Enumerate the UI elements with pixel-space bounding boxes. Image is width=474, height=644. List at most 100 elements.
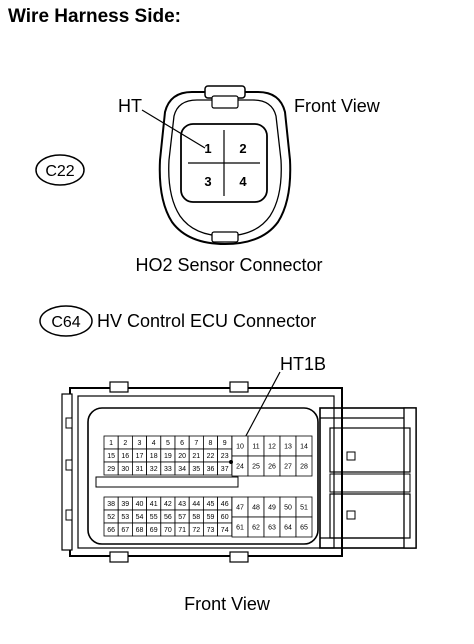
c64-pin-label: 47 [236, 505, 244, 512]
c64-pin-label: 17 [136, 453, 144, 460]
c22-housing-outer [158, 91, 292, 246]
c64-pin-label: 74 [221, 527, 229, 534]
c64-pin-label: 56 [164, 514, 172, 521]
c64-title: HV Control ECU Connector [97, 311, 316, 331]
c64-pin-label: 8 [209, 440, 213, 447]
c64-pin-label: 30 [121, 466, 129, 473]
c64-pin-label: 48 [252, 505, 260, 512]
c64-pin-label: 5 [166, 440, 170, 447]
c64-pin-label: 15 [107, 453, 115, 460]
c64-pin-label: 60 [221, 514, 229, 521]
c64-pin-field [87, 407, 319, 545]
c64-view-label: Front View [184, 594, 271, 614]
c64-pin-label: 36 [207, 466, 215, 473]
c64-pin-label: 20 [178, 453, 186, 460]
c64-code-badge [39, 305, 93, 337]
c64-pin-label: 1 [109, 440, 113, 447]
c64-pin-label: 55 [150, 514, 158, 521]
c64-pin-label: 69 [150, 527, 158, 534]
c64-pin-label: 31 [136, 466, 144, 473]
c64-pin-label: 42 [164, 501, 172, 508]
c64-connector: C64 HV Control ECU Connector HT1B [39, 305, 417, 614]
c64-pin-label: 13 [284, 444, 292, 451]
c64-pin-label: 28 [300, 464, 308, 471]
c64-pin-label: 52 [107, 514, 115, 521]
c64-pin-callout: HT1B [280, 354, 326, 374]
c64-pin-label: 2 [123, 440, 127, 447]
c64-pin-label: 72 [192, 527, 200, 534]
c64-pin-label: 19 [164, 453, 172, 460]
c64-pin-label: 38 [107, 501, 115, 508]
c64-pin-label: 9 [223, 440, 227, 447]
c64-pin-label: 41 [150, 501, 158, 508]
c64-pin-label: 61 [236, 525, 244, 532]
c22-key [211, 231, 239, 243]
c64-pin-label: 64 [284, 525, 292, 532]
c64-pin-label: 73 [207, 527, 215, 534]
page-heading: Wire Harness Side: [8, 6, 182, 27]
c64-pin-label: 54 [136, 514, 144, 521]
c64-pin-label: 57 [178, 514, 186, 521]
c22-pin-4: 4 [239, 174, 247, 189]
c64-pin-label: 26 [268, 464, 276, 471]
c64-pin-label: 43 [178, 501, 186, 508]
c64-pin-label: 25 [252, 464, 260, 471]
c64-pin-label: 6 [180, 440, 184, 447]
c22-caption: HO2 Sensor Connector [135, 255, 322, 275]
c64-pin-label: 65 [300, 525, 308, 532]
c64-pin-label: 11 [252, 444, 259, 451]
c64-pin-label: 59 [207, 514, 215, 521]
c64-pin-label: 14 [300, 444, 308, 451]
c64-pin-label: 50 [284, 505, 292, 512]
c64-pin-label: 40 [136, 501, 144, 508]
c64-pin-label: 34 [178, 466, 186, 473]
c64-pin-label: 12 [268, 444, 276, 451]
c64-pin-label: 21 [192, 453, 200, 460]
c64-pin-label: 62 [252, 525, 260, 532]
c64-pin-label: 44 [192, 501, 200, 508]
c22-view-label: Front View [294, 96, 381, 116]
c64-pin-label: 33 [164, 466, 172, 473]
c64-pin-label: 53 [121, 514, 129, 521]
c22-pin-2: 2 [239, 141, 246, 156]
c64-pin-label: 35 [192, 466, 200, 473]
c64-pin-label: 66 [107, 527, 115, 534]
c64-pin-label: 23 [221, 453, 229, 460]
c64-pin-label: 63 [268, 525, 276, 532]
c22-code: C22 [45, 163, 74, 180]
c64-pin-label: 32 [150, 466, 158, 473]
c64-pin-label: 71 [178, 527, 186, 534]
c64-pin-label: 70 [164, 527, 172, 534]
c64-pin-label: 29 [107, 466, 115, 473]
c64-pin-label: 24 [236, 464, 244, 471]
c64-pin-label: 37 [221, 466, 229, 473]
c64-pin-label: 27 [284, 464, 292, 471]
c64-pin-cell [295, 516, 313, 538]
c64-pin-label: 4 [152, 440, 156, 447]
c64-pin-label: 16 [121, 453, 129, 460]
c64-pin-label: 46 [221, 501, 229, 508]
c22-pin-3: 3 [204, 174, 211, 189]
c22-code-badge [35, 154, 85, 186]
c64-pin-label: 22 [207, 453, 215, 460]
c64-callout-target [229, 460, 233, 464]
c64-pin-label: 18 [150, 453, 158, 460]
c64-pin-label: 39 [121, 501, 129, 508]
c64-pin-cell [295, 455, 313, 477]
c64-pin-label: 68 [136, 527, 144, 534]
c64-pin-label: 67 [121, 527, 129, 534]
c22-callout-leader [141, 109, 206, 149]
c22-connector: 1 2 3 4 HT Front View C22 HO2 Sensor Con… [35, 85, 381, 275]
c64-pin-label: 45 [207, 501, 215, 508]
c64-pin-label: 3 [138, 440, 142, 447]
c22-pin-1: 1 [204, 141, 211, 156]
c64-pin-label: 49 [268, 505, 276, 512]
c22-pin-callout: HT [118, 96, 142, 116]
c64-pin-label: 51 [300, 505, 308, 512]
c64-pin-label: 58 [192, 514, 200, 521]
c64-pin-label: 10 [236, 444, 244, 451]
c64-code: C64 [51, 314, 80, 331]
